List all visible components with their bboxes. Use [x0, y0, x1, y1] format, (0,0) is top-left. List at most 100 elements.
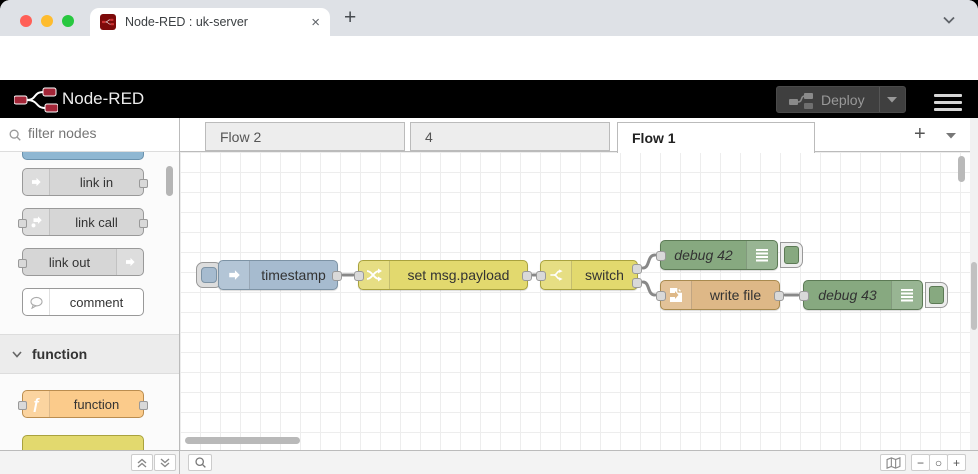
palette-node-link-in[interactable]: link in [22, 168, 148, 196]
deploy-divider [878, 87, 880, 112]
flow-canvas[interactable]: timestamp set msg.payload [180, 152, 978, 450]
palette-footer [0, 450, 179, 474]
double-chevron-up-icon [137, 458, 147, 468]
expand-all-button[interactable] [154, 454, 176, 471]
input-port[interactable] [18, 401, 27, 410]
node-label: timestamp [261, 267, 326, 283]
palette-node-link-call[interactable]: link call [18, 208, 148, 236]
node-red-favicon [100, 14, 116, 30]
output-port[interactable] [139, 401, 148, 410]
zoom-out-button[interactable]: − [911, 454, 930, 471]
workspace-footer: − ○ + [180, 450, 978, 474]
function-icon: ƒ [23, 391, 50, 417]
output-port-1[interactable] [632, 264, 642, 274]
palette-node-label: comment [69, 294, 124, 310]
output-port[interactable] [332, 271, 342, 281]
debug-sidebar-icon [746, 241, 777, 269]
wire[interactable] [641, 280, 657, 297]
zoom-reset-button[interactable]: ○ [929, 454, 948, 471]
browser-page-scrollbar[interactable] [970, 118, 978, 450]
flow-node-write-file[interactable]: write file [656, 280, 784, 310]
tab-flow-2[interactable]: Flow 2 [205, 122, 405, 151]
macos-close-button[interactable] [20, 15, 32, 27]
debug-toggle-button[interactable] [780, 242, 803, 268]
input-port[interactable] [799, 291, 809, 301]
palette-node-function[interactable]: ƒ function [18, 390, 148, 418]
node-label: set msg.payload [407, 267, 510, 283]
palette-scrollbar[interactable] [166, 166, 173, 196]
link-in-icon [23, 169, 50, 195]
chevron-down-icon [12, 350, 22, 358]
browser-tab[interactable]: Node-RED : uk-server × [90, 8, 330, 36]
macos-minimize-button[interactable] [41, 15, 53, 27]
new-tab-button[interactable]: + [344, 6, 357, 29]
inject-icon [219, 261, 250, 289]
tab-close-icon[interactable]: × [311, 13, 320, 31]
search-icon [194, 457, 206, 468]
output-port[interactable] [774, 291, 784, 301]
flow-node-switch[interactable]: switch [536, 260, 642, 290]
deploy-label: Deploy [821, 91, 865, 108]
canvas-vertical-scrollbar[interactable] [958, 156, 965, 182]
tab-search-chevron-icon[interactable] [943, 16, 955, 24]
macos-zoom-button[interactable] [62, 15, 74, 27]
output-port[interactable] [139, 219, 148, 228]
deploy-icon [789, 92, 813, 109]
flow-tab-label: Flow 1 [632, 130, 676, 146]
output-port-2[interactable] [632, 278, 642, 288]
palette-scroll-area[interactable]: link in link call link out [0, 152, 179, 450]
input-port[interactable] [536, 271, 546, 281]
tab-flow-1-active[interactable]: Flow 1 [617, 122, 815, 153]
workspace: Flow 2 4 Flow 1 + [180, 118, 978, 474]
node-label: switch [585, 267, 624, 283]
palette-node-link-out[interactable]: link out [18, 248, 144, 276]
filter-nodes-input[interactable] [26, 124, 170, 142]
flow-list-chevron-icon[interactable] [946, 132, 956, 139]
output-port[interactable] [139, 179, 148, 188]
main-menu-button[interactable] [934, 90, 962, 115]
palette-node-label: function [73, 396, 120, 412]
canvas-horizontal-scrollbar[interactable] [185, 437, 300, 444]
flow-node-debug-42[interactable]: debug 42 [656, 240, 778, 270]
deploy-options-chevron-icon[interactable] [886, 96, 897, 103]
input-port[interactable] [18, 219, 27, 228]
wire[interactable] [641, 253, 657, 270]
add-flow-button[interactable]: + [914, 123, 926, 145]
flow-tab-label: Flow 2 [220, 128, 262, 145]
browser-tab-strip: Node-RED : uk-server × + [0, 0, 978, 36]
palette-category-label: function [32, 346, 88, 362]
output-port[interactable] [522, 271, 532, 281]
browser-toolbar: ← → Not Secure uk-server:2718/#flow/a5d5… [0, 36, 978, 109]
palette-node-partial-switch[interactable] [22, 435, 144, 450]
navigator-map-button[interactable] [880, 454, 906, 471]
palette-filter [0, 118, 179, 152]
inject-button[interactable] [196, 262, 222, 288]
node-label: write file [709, 287, 762, 303]
collapse-all-button[interactable] [131, 454, 153, 471]
input-port[interactable] [18, 259, 27, 268]
zoom-in-button[interactable]: + [947, 454, 966, 471]
canvas-search-button[interactable] [188, 454, 212, 471]
palette-node-partial[interactable] [22, 152, 144, 160]
search-icon [9, 129, 21, 141]
file-icon [661, 281, 692, 309]
node-label: debug 43 [818, 287, 877, 303]
input-port[interactable] [656, 251, 666, 261]
flow-node-inject[interactable]: timestamp [218, 260, 342, 290]
comment-bubble-icon [23, 289, 50, 315]
deploy-button[interactable]: Deploy [776, 86, 906, 113]
flow-node-change[interactable]: set msg.payload [354, 260, 532, 290]
palette-category-function[interactable]: function [0, 334, 179, 374]
input-port[interactable] [354, 271, 364, 281]
palette-node-label: link in [79, 174, 114, 190]
flow-tab-bar: Flow 2 4 Flow 1 + [180, 118, 978, 153]
input-port[interactable] [656, 291, 666, 301]
palette-node-comment[interactable]: comment [22, 288, 144, 316]
scrollbar-thumb[interactable] [971, 262, 977, 330]
double-chevron-down-icon [160, 457, 170, 467]
tab-flow-4[interactable]: 4 [410, 122, 610, 151]
debug-toggle-button[interactable] [925, 282, 948, 308]
flow-node-debug-43[interactable]: debug 43 [799, 280, 923, 310]
flow-tab-label: 4 [425, 128, 433, 145]
